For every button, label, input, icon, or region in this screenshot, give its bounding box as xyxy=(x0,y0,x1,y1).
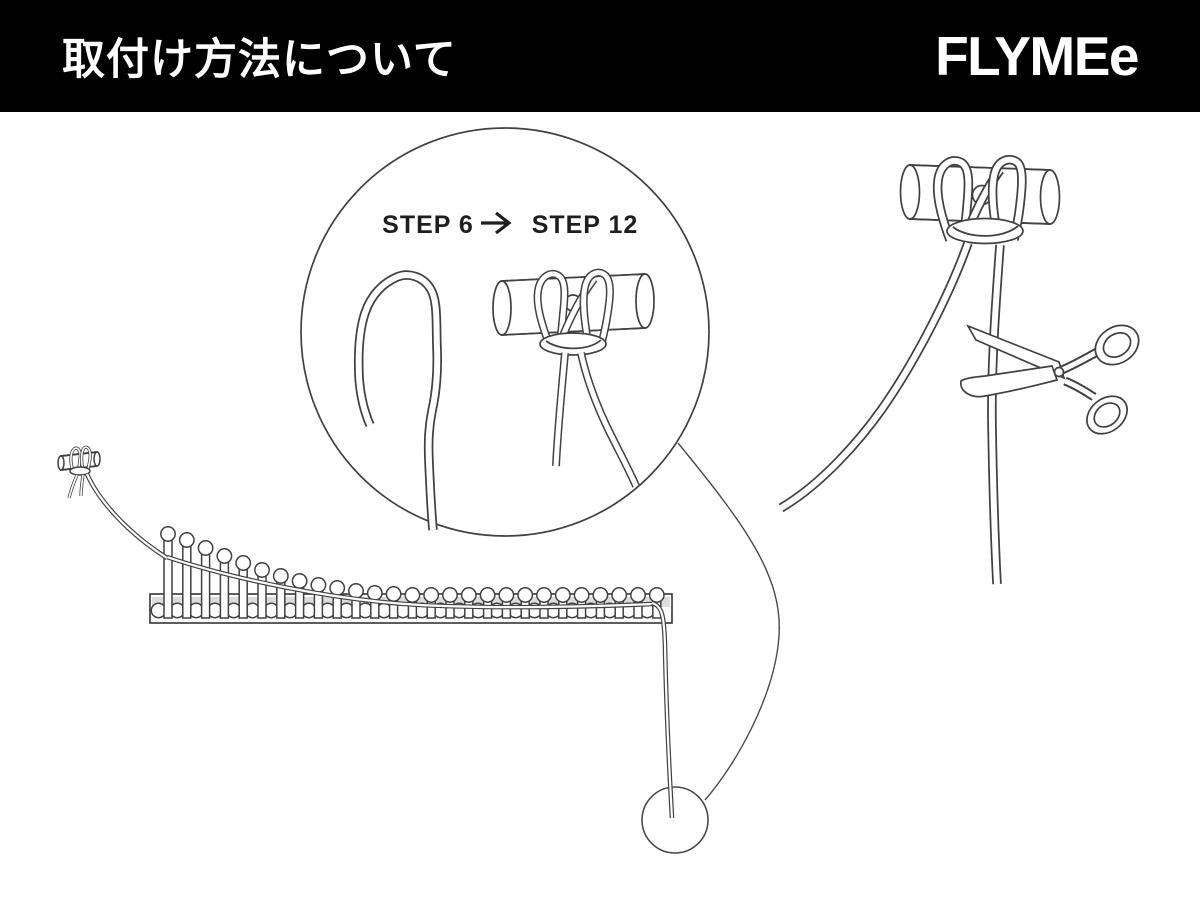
arrow-right-icon xyxy=(481,211,512,235)
cord-rack-illustration xyxy=(149,526,672,818)
scissors-icon xyxy=(960,324,1140,435)
leader-line xyxy=(677,442,780,801)
page-title: 取付け方法について xyxy=(62,36,457,84)
header-bar: 取付け方法について FLYMEe xyxy=(0,0,1200,112)
installation-diagram: STEP 6 STEP 12 xyxy=(57,127,1140,854)
cord-knot-large xyxy=(781,160,1023,584)
cord-knot xyxy=(538,273,636,486)
hanging-toggle-illustration xyxy=(781,160,1140,584)
brand-logo: FLYMEe xyxy=(935,25,1139,87)
scissors-pivot xyxy=(1053,366,1065,378)
mini-toggle-knot xyxy=(57,445,167,558)
pipe-row xyxy=(160,526,665,619)
step-from-label: STEP 6 xyxy=(382,211,474,239)
step-range-label: STEP 6 STEP 12 xyxy=(382,211,639,239)
cord-end-marker-circle xyxy=(641,786,709,854)
toggle-knot-step12-illustration xyxy=(492,273,655,486)
step-to-label: STEP 12 xyxy=(532,211,639,239)
cord-drop xyxy=(652,603,672,818)
cord-left-strand xyxy=(781,243,968,508)
